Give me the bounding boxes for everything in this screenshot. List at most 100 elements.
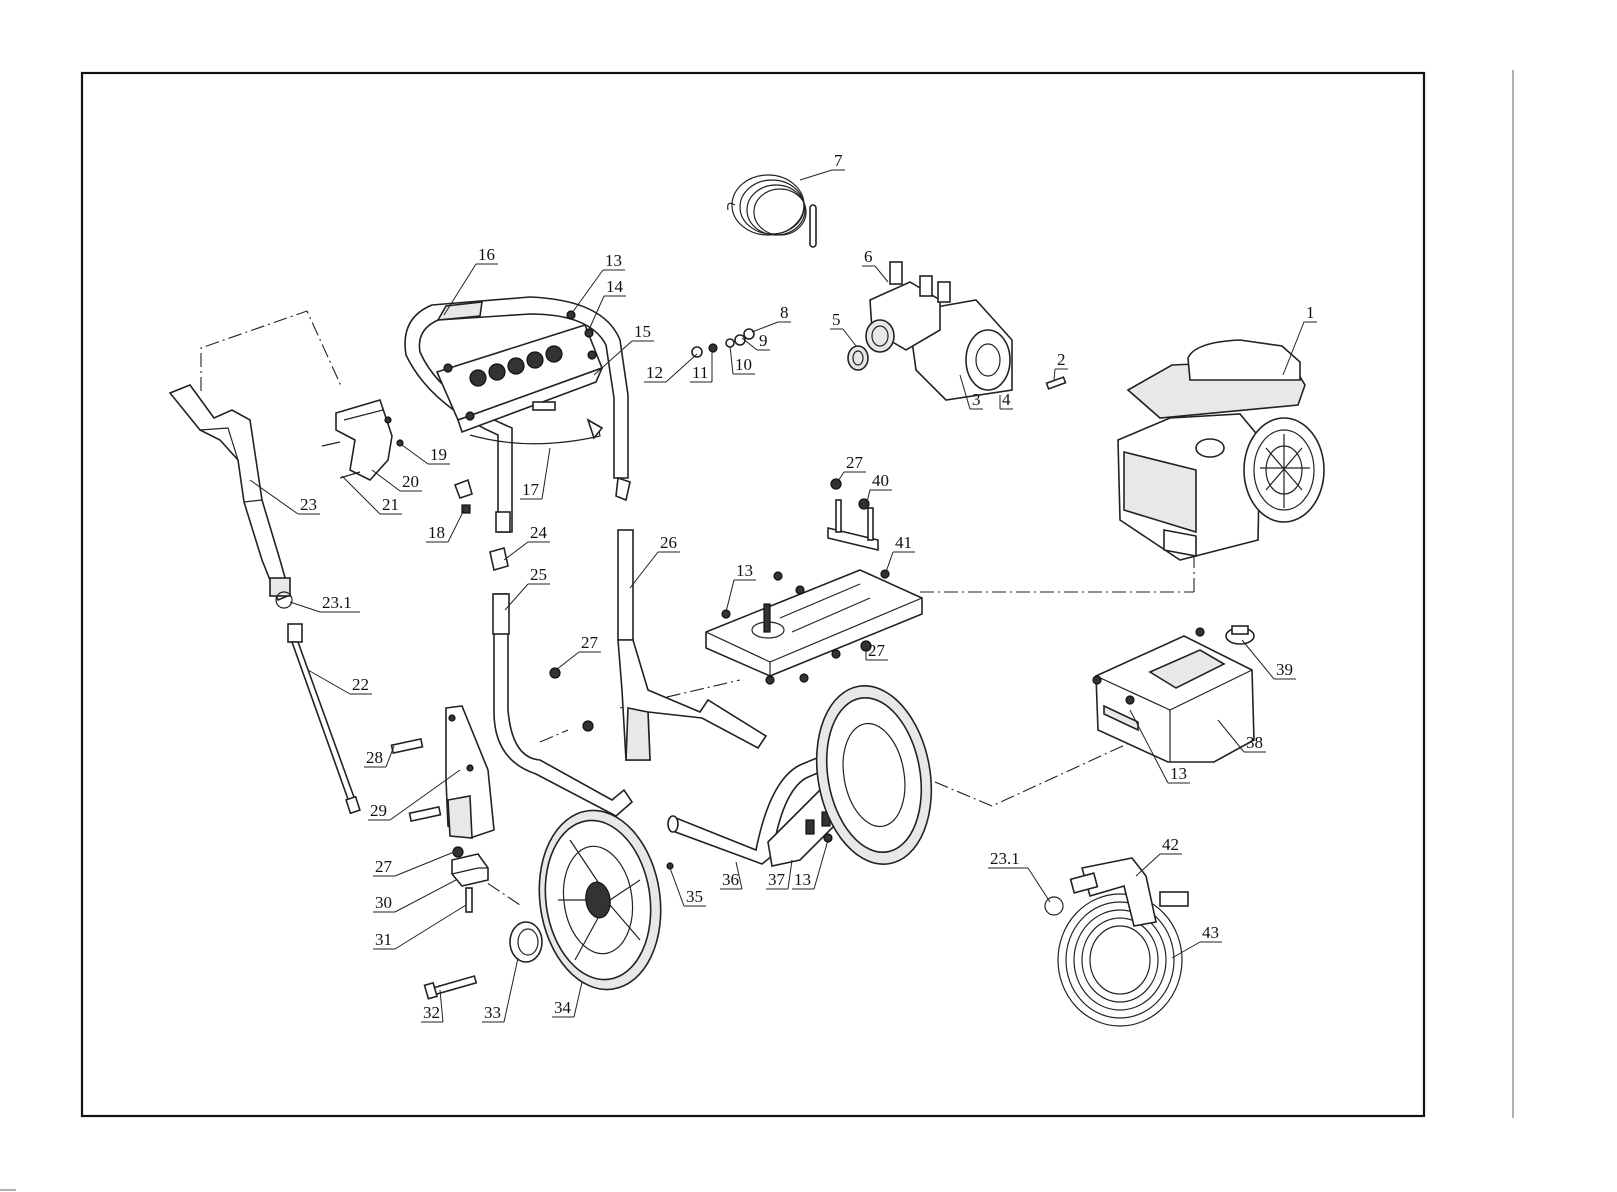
callout-label-c231b: 23.1 <box>990 849 1020 868</box>
callout-label-c1: 1 <box>1306 303 1315 322</box>
callout-leader-c35 <box>670 868 684 906</box>
callout-leader-c9 <box>742 338 757 350</box>
callout-label-c43: 43 <box>1202 923 1219 942</box>
callout-leader-c31 <box>395 905 466 949</box>
callout-label-c11: 11 <box>692 363 708 382</box>
callout-leader-c24 <box>504 542 528 560</box>
callout-leader-c41 <box>886 552 893 572</box>
part-30-foot <box>452 854 488 886</box>
callout-label-c27c: 27 <box>581 633 599 652</box>
callout-label-c3: 3 <box>972 390 981 409</box>
callout-label-c12: 12 <box>646 363 663 382</box>
callout-label-c24: 24 <box>530 523 548 542</box>
part-17-cable <box>455 420 630 513</box>
part-23-spray-gun <box>170 385 290 600</box>
callout-label-c33: 33 <box>484 1003 501 1022</box>
callout-label-c27a: 27 <box>846 453 864 472</box>
callout-leader-c7 <box>800 170 832 180</box>
part-3-pump <box>866 262 1012 400</box>
part-29-leg-bracket <box>446 706 494 838</box>
callout-label-c20: 20 <box>402 472 419 491</box>
callout-leader-c231b <box>1028 868 1050 902</box>
callout-leader-c26 <box>630 552 658 588</box>
callout-label-c13d: 13 <box>1170 764 1187 783</box>
callout-leader-c20 <box>372 470 400 491</box>
callout-label-c2: 2 <box>1057 350 1066 369</box>
callout-label-c42: 42 <box>1162 835 1179 854</box>
callout-leader-c5 <box>843 329 856 346</box>
callout-label-c31: 31 <box>375 930 392 949</box>
callout-leader-c13b <box>726 580 734 612</box>
part-28-bolt <box>391 739 440 821</box>
part-40-engine-mount <box>828 499 878 550</box>
callout-label-c231a: 23.1 <box>322 593 352 612</box>
callout-label-c23: 23 <box>300 495 317 514</box>
callout-label-c13a: 13 <box>605 251 622 270</box>
part-23-1-coupler-hose <box>1045 897 1063 915</box>
callout-label-c13b: 13 <box>736 561 753 580</box>
callout-label-c8: 8 <box>780 303 789 322</box>
callout-leader-c28 <box>386 746 394 767</box>
callout-label-c7: 7 <box>834 151 843 170</box>
part-39-fuel-cap <box>1226 626 1254 644</box>
part-1-engine <box>1118 340 1324 560</box>
callout-label-c30: 30 <box>375 893 392 912</box>
part-5-inlet-filter <box>848 346 868 370</box>
callout-leader-c21 <box>342 476 380 514</box>
callout-leader-c13c <box>814 840 828 889</box>
callout-label-c38: 38 <box>1246 733 1263 752</box>
part-16-handle-frame <box>405 297 628 532</box>
callout-leader-c17 <box>542 448 550 499</box>
callout-leader-c13a <box>572 270 603 313</box>
callout-leader-c18 <box>448 510 464 542</box>
callout-leaders <box>250 170 1317 1022</box>
callout-leader-c231a <box>290 602 320 612</box>
callout-label-c36: 36 <box>722 870 739 889</box>
callout-leader-c19 <box>402 445 428 464</box>
callout-leader-c33 <box>504 958 518 1022</box>
callout-label-c25: 25 <box>530 565 547 584</box>
callout-leader-c27d <box>395 852 454 876</box>
callout-label-c28: 28 <box>366 748 383 767</box>
part-41-engine-base <box>706 570 922 684</box>
callout-label-c22: 22 <box>352 675 369 694</box>
callout-label-c4: 4 <box>1002 390 1011 409</box>
callout-label-c40: 40 <box>872 471 889 490</box>
part-33-hub-cap <box>510 922 542 962</box>
callout-leader-c2 <box>1054 369 1055 380</box>
callout-leader-c30 <box>395 880 456 912</box>
callout-label-c37: 37 <box>768 870 786 889</box>
part-34-wheel <box>528 803 672 998</box>
callout-leader-c42 <box>1136 854 1160 876</box>
part-42-hose-strap <box>1071 858 1188 926</box>
callout-label-c27b: 27 <box>868 641 886 660</box>
callout-label-c18: 18 <box>428 523 445 542</box>
part-7-coiled-hose <box>728 175 816 247</box>
callout-label-c9: 9 <box>759 331 768 350</box>
part-31-bolt <box>466 888 472 912</box>
part-wheel-right <box>803 677 945 874</box>
callout-leader-c34 <box>574 982 582 1017</box>
callout-label-c10: 10 <box>735 355 752 374</box>
callout-label-c32: 32 <box>423 1003 440 1022</box>
part-32-axle-bolt <box>425 976 477 999</box>
callout-label-c27d: 27 <box>375 857 393 876</box>
callout-leader-c43 <box>1172 942 1200 958</box>
callout-leader-c10 <box>730 346 733 374</box>
callout-leader-c32 <box>440 990 443 1022</box>
part-15-control-panel <box>437 325 602 432</box>
callout-label-c35: 35 <box>686 887 703 906</box>
callout-label-c13c: 13 <box>794 870 811 889</box>
callout-label-c26: 26 <box>660 533 677 552</box>
callout-label-c19: 19 <box>430 445 447 464</box>
callout-leader-c27c <box>556 652 579 670</box>
part-22-wand <box>288 624 360 813</box>
callout-label-c14: 14 <box>606 277 624 296</box>
callout-label-c16: 16 <box>478 245 495 264</box>
part-38-fuel-tank <box>1093 628 1254 762</box>
callout-label-c6: 6 <box>864 247 873 266</box>
callout-leader-c37 <box>788 860 792 889</box>
callout-label-c41: 41 <box>895 533 912 552</box>
callout-label-c29: 29 <box>370 801 387 820</box>
